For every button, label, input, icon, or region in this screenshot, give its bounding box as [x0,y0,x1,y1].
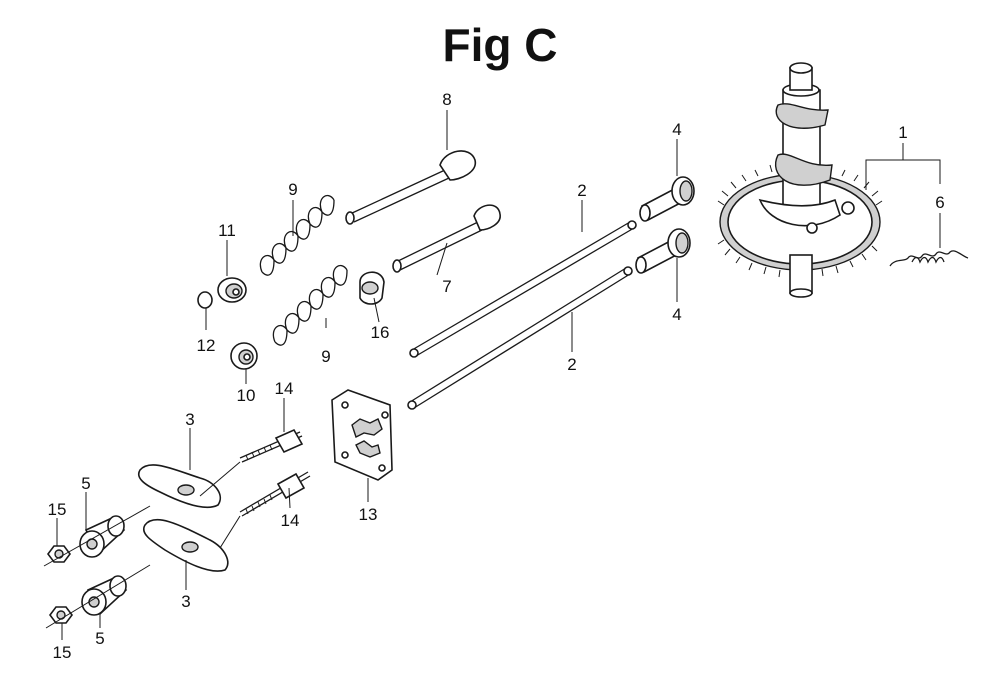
guide-plate-part-13 [331,389,393,481]
valve-part-7 [392,204,501,273]
callout-3-lower: 3 [181,592,190,611]
valve-spring-upper [259,195,335,276]
callout-2-lower: 2 [567,355,576,374]
seal-part-16 [359,271,385,305]
stud-lower [239,471,311,517]
callout-7: 7 [442,277,451,296]
callout-13: 13 [359,505,378,524]
tappet-lower [635,228,691,274]
retainer-part-10 [230,342,258,370]
callout-10: 10 [237,386,256,405]
pivot-upper [79,515,126,558]
stud-upper [239,428,304,463]
callout-9-upper: 9 [288,180,297,199]
callout-11: 11 [218,221,236,240]
callout-2-upper: 2 [577,181,586,200]
callout-6: 6 [935,193,944,212]
callout-5-upper: 5 [81,474,90,493]
camshaft-gear [717,62,883,298]
callout-labels: 1 6 8 9 9 7 11 12 10 16 2 2 4 4 14 14 3 … [48,90,945,662]
push-rod-upper [409,220,637,358]
valve-spring-lower [272,265,348,346]
callout-1: 1 [898,123,907,142]
callout-5-lower: 5 [95,629,104,648]
nut-lower [49,606,73,624]
callout-14-upper: 14 [275,379,294,398]
callout-9-lower: 9 [321,347,330,366]
rocker-arm-lower [143,518,229,572]
callout-16: 16 [371,323,390,342]
rocker-arm-upper [138,464,222,509]
callout-8: 8 [442,90,451,109]
callout-3-upper: 3 [185,410,194,429]
figure-title: Fig C [442,19,558,71]
callout-15-upper: 15 [48,500,67,519]
push-rod-lower [407,266,633,410]
tappet-upper [639,176,695,222]
callout-14-lower: 14 [281,511,300,530]
nut-upper [47,545,71,563]
valve-part-8 [345,150,476,225]
callout-4-upper: 4 [672,120,681,139]
leader-lines [56,110,941,640]
callout-4-lower: 4 [672,305,681,324]
spring-part-6 [889,250,969,267]
retainer-part-11 [217,277,247,303]
callout-12: 12 [197,336,216,355]
pivot-lower [81,575,128,616]
callout-15-lower: 15 [53,643,72,662]
assembly-lines [43,461,241,629]
cotter-part-12 [197,291,213,309]
